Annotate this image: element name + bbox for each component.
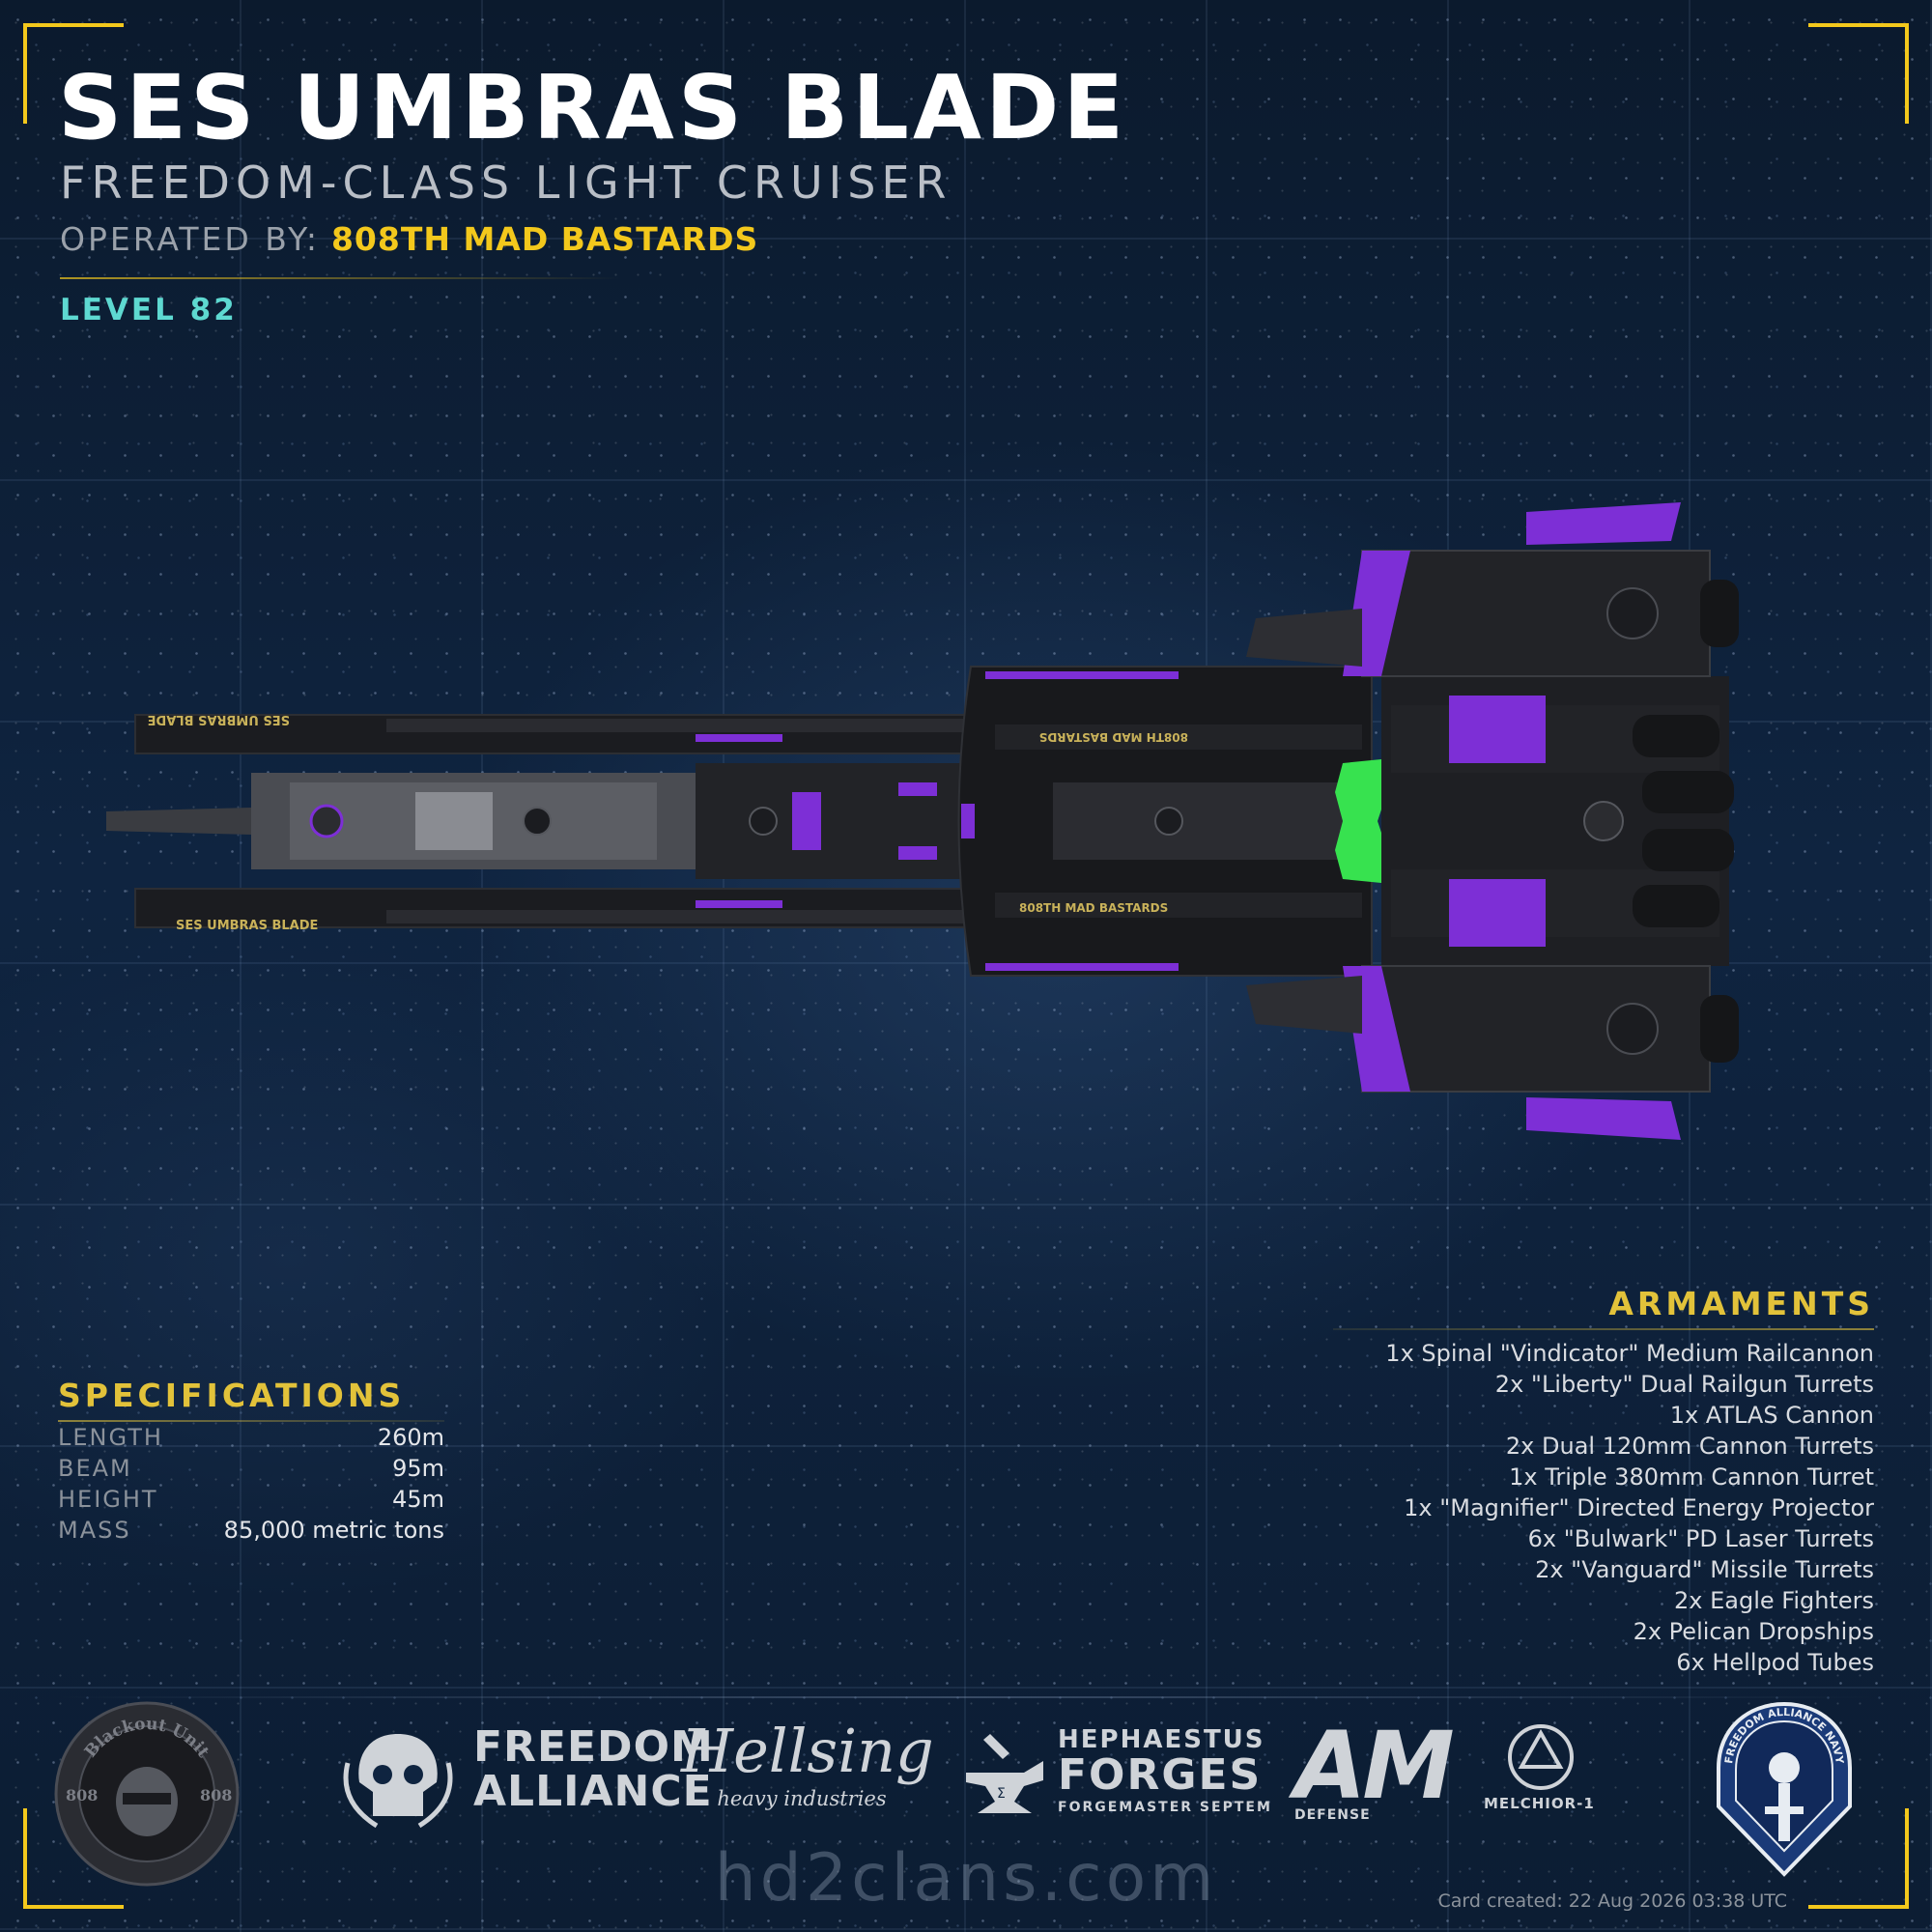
- svg-text:Σ: Σ: [997, 1786, 1006, 1802]
- spec-label: LENGTH: [58, 1424, 163, 1451]
- armament-item: 6x Hellpod Tubes: [1676, 1649, 1874, 1676]
- am-subtitle: DEFENSE: [1294, 1807, 1371, 1823]
- freedom-alliance-line2: ALLIANCE: [473, 1767, 713, 1816]
- spec-value: 45m: [392, 1486, 444, 1513]
- anvil-icon: Σ: [966, 1734, 1043, 1813]
- ship-midsection: [957, 666, 1373, 977]
- spec-value: 85,000 metric tons: [223, 1517, 444, 1544]
- freedom-alliance-logo: FREEDOM ALLIANCE: [473, 1725, 714, 1814]
- armaments-title: ARMAMENTS: [1608, 1285, 1874, 1322]
- sponsor-logos: Blackout Unit 808 808 FREEDOM ALLIANCE H…: [0, 1700, 1932, 1887]
- armament-item: 1x Triple 380mm Cannon Turret: [1509, 1463, 1874, 1491]
- melchior-name: MELCHIOR-1: [1484, 1795, 1595, 1812]
- armament-item: 1x ATLAS Cannon: [1669, 1402, 1874, 1429]
- am-wordmark: AM: [1294, 1712, 1455, 1820]
- corner-bracket-bottom-left: [23, 1808, 124, 1909]
- operator-name: 808TH MAD BASTARDS: [330, 220, 759, 258]
- blackout-left-number: 808: [66, 1786, 98, 1804]
- ship-level: LEVEL 82: [60, 293, 238, 327]
- specifications-divider: [58, 1420, 444, 1422]
- armaments-panel: ARMAMENTS 1x Spinal "Vindicator" Medium …: [1333, 1285, 1874, 1678]
- spec-row-mass: MASS 85,000 metric tons: [58, 1515, 444, 1546]
- am-defense-logo: AM DEFENSE: [1294, 1712, 1455, 1823]
- skull-emblem-icon: [343, 1734, 453, 1829]
- ship-name: SES UMBRAS BLADE: [58, 56, 1128, 159]
- navy-shield-logo: FREEDOM ALLIANCE NAVY: [1717, 1701, 1852, 1877]
- hull-label-port: SES UMBRAS BLADE: [148, 712, 290, 726]
- hull-label-mid-port: 808TH MAD BASTARDS: [1039, 730, 1188, 744]
- armament-item: 1x Spinal "Vindicator" Medium Railcannon: [1385, 1340, 1874, 1367]
- armament-item: 2x Eagle Fighters: [1674, 1587, 1874, 1614]
- operated-by: OPERATED BY: 808TH MAD BASTARDS: [60, 220, 758, 258]
- armament-item: 2x Dual 120mm Cannon Turrets: [1505, 1433, 1874, 1460]
- header-divider: [60, 277, 620, 279]
- spec-label: BEAM: [58, 1455, 132, 1482]
- ship-reactor-core: [1335, 759, 1387, 883]
- spec-label: MASS: [58, 1517, 131, 1544]
- armament-item: 2x "Vanguard" Missile Turrets: [1535, 1556, 1874, 1583]
- melchior-emblem-icon: [1508, 1724, 1574, 1790]
- corner-bracket-top-left: [23, 23, 124, 124]
- ship-thrusters: [1633, 715, 1734, 927]
- hellsing-wordmark: Hellsing: [681, 1716, 934, 1786]
- spec-row-length: LENGTH 260m: [58, 1422, 444, 1453]
- hellsing-subtitle: heavy industries: [717, 1787, 887, 1810]
- hull-label-starboard: SES UMBRAS BLADE: [176, 919, 318, 933]
- armament-item: 2x "Liberty" Dual Railgun Turrets: [1494, 1371, 1874, 1398]
- hephaestus-line1: HEPHAESTUS: [1058, 1725, 1265, 1754]
- ship-illustration: SES UMBRAS BLADE SES UMBRAS BLADE 808TH …: [106, 502, 1739, 1140]
- site-watermark: hd2clans.com: [714, 1840, 1218, 1917]
- hellsing-logo: Hellsing heavy industries: [681, 1716, 934, 1811]
- operated-by-label: OPERATED BY:: [60, 220, 320, 258]
- corner-bracket-bottom-right: [1808, 1808, 1909, 1909]
- specifications-title: SPECIFICATIONS: [58, 1377, 406, 1414]
- corner-bracket-top-right: [1808, 23, 1909, 124]
- armament-item: 1x "Magnifier" Directed Energy Projector: [1404, 1494, 1874, 1521]
- hephaestus-forges-logo: HEPHAESTUS FORGES FORGEMASTER SEPTEM: [1058, 1727, 1272, 1814]
- spec-row-height: HEIGHT 45m: [58, 1484, 444, 1515]
- ship-wings: [1246, 502, 1739, 1140]
- card-created-timestamp: Card created: 22 Aug 2026 03:38 UTC: [1437, 1890, 1787, 1912]
- ship-spine: [106, 763, 1063, 879]
- hephaestus-line2: FORGES: [1058, 1750, 1263, 1800]
- footer-divider: [58, 1696, 1874, 1698]
- freedom-alliance-line1: FREEDOM: [473, 1722, 714, 1772]
- spec-value: 260m: [377, 1424, 444, 1451]
- ship-forward-rails: [134, 714, 1006, 928]
- spec-label: HEIGHT: [58, 1486, 158, 1513]
- armament-item: 6x "Bulwark" PD Laser Turrets: [1527, 1525, 1874, 1552]
- blackout-unit-logo: Blackout Unit 808 808: [54, 1701, 240, 1887]
- spec-row-beam: BEAM 95m: [58, 1453, 444, 1484]
- blackout-right-number: 808: [200, 1786, 232, 1804]
- specifications-panel: SPECIFICATIONS LENGTH 260m BEAM 95m HEIG…: [58, 1377, 444, 1546]
- spec-value: 95m: [392, 1455, 444, 1482]
- armaments-divider: [1333, 1328, 1874, 1330]
- armament-item: 2x Pelican Dropships: [1633, 1618, 1874, 1645]
- ship-class: FREEDOM-CLASS LIGHT CRUISER: [60, 156, 952, 209]
- hull-label-mid-starboard: 808TH MAD BASTARDS: [1019, 901, 1168, 915]
- hephaestus-line3: FORGEMASTER SEPTEM: [1058, 1800, 1272, 1815]
